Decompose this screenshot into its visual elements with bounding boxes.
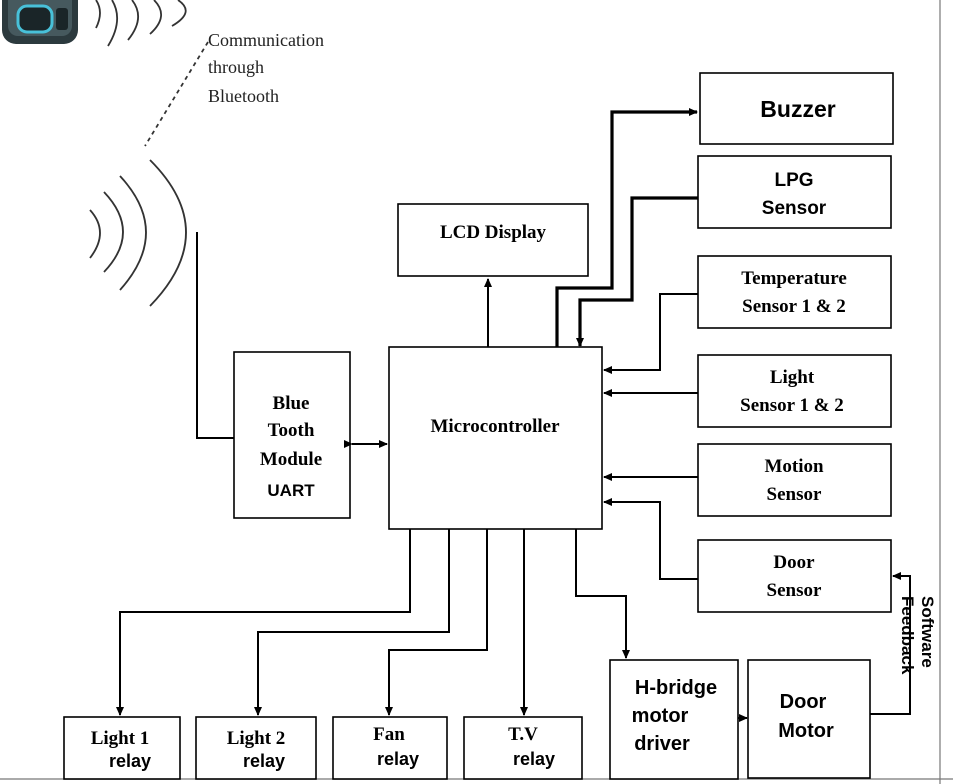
bluetooth-line-3: Module: [260, 449, 322, 470]
phone-signal-waves-icon: [96, 0, 186, 46]
hbridge-line-2: motor: [632, 705, 689, 727]
tv-relay-line-1: T.V: [508, 724, 538, 745]
light1-relay-line-2: relay: [109, 751, 151, 771]
tv-relay-block: T.V relay: [464, 717, 582, 779]
door-motor-block: Door Motor: [748, 660, 870, 778]
door-sensor-line-1: Door: [773, 552, 815, 573]
buzzer-block: Buzzer: [700, 73, 893, 144]
bluetooth-signal-waves-icon: [90, 160, 186, 306]
door-motor-line-1: Door: [780, 691, 827, 713]
light-sensor-line-1: Light: [770, 367, 815, 388]
wire-mcu-light2: [258, 529, 449, 715]
light2-relay-line-2: relay: [243, 751, 285, 771]
fan-relay-block: Fan relay: [333, 717, 447, 779]
bluetooth-line-1: Blue: [273, 393, 310, 414]
antenna-wire: [197, 232, 234, 438]
hbridge-line-3: driver: [634, 733, 690, 755]
motion-sensor-block: Motion Sensor: [698, 444, 891, 516]
fan-relay-line-1: Fan: [373, 724, 405, 745]
wire-mcu-fan: [389, 529, 487, 715]
software-feedback-label: Software Feedback: [898, 596, 937, 675]
annotation-line-2: through: [208, 57, 264, 77]
bluetooth-module-block: Blue Tooth Module UART: [234, 352, 350, 518]
temperature-line-2: Sensor 1 & 2: [742, 296, 846, 317]
light-sensor-line-2: Sensor 1 & 2: [740, 395, 844, 416]
feedback-line-2: Feedback: [898, 596, 917, 675]
wire-mcu-hbridge: [576, 529, 626, 658]
door-sensor-line-2: Sensor: [767, 580, 822, 601]
light1-relay-line-1: Light 1: [91, 728, 150, 749]
door-sensor-block: Door Sensor: [698, 540, 891, 612]
bluetooth-link-dashed: [145, 42, 208, 146]
wire-lpg-mcu: [580, 198, 698, 346]
wire-door-sensor-mcu: [604, 502, 698, 579]
annotation-line-3: Bluetooth: [208, 86, 279, 106]
feedback-line-1: Software: [918, 596, 937, 668]
lpg-line-1: LPG: [774, 170, 813, 191]
light1-relay-block: Light 1 relay: [64, 717, 180, 779]
lcd-display-label: LCD Display: [440, 222, 547, 243]
microcontroller-block: Microcontroller: [389, 347, 602, 529]
phone-icon: [2, 0, 78, 44]
temperature-line-1: Temperature: [741, 268, 847, 289]
annotation-line-1: Communication: [208, 30, 324, 50]
lpg-line-2: Sensor: [762, 198, 827, 219]
light2-relay-block: Light 2 relay: [196, 717, 316, 779]
bluetooth-line-4: UART: [267, 481, 315, 500]
bluetooth-line-2: Tooth: [268, 420, 315, 441]
hbridge-driver-block: H-bridge motor driver: [610, 660, 738, 779]
light2-relay-line-1: Light 2: [227, 728, 286, 749]
fan-relay-line-2: relay: [377, 749, 419, 769]
wire-temperature-mcu: [604, 294, 698, 370]
motion-line-1: Motion: [764, 456, 824, 477]
buzzer-label: Buzzer: [760, 96, 835, 122]
hbridge-line-1: H-bridge: [635, 677, 717, 699]
door-motor-line-2: Motor: [778, 720, 834, 742]
microcontroller-label: Microcontroller: [430, 416, 560, 437]
temperature-sensor-block: Temperature Sensor 1 & 2: [698, 256, 891, 328]
light-sensor-block: Light Sensor 1 & 2: [698, 355, 891, 427]
wire-mcu-light1: [120, 529, 410, 715]
lpg-sensor-block: LPG Sensor: [698, 156, 891, 228]
motion-line-2: Sensor: [767, 484, 822, 505]
tv-relay-line-2: relay: [513, 749, 555, 769]
lcd-display-block: LCD Display: [398, 204, 588, 276]
